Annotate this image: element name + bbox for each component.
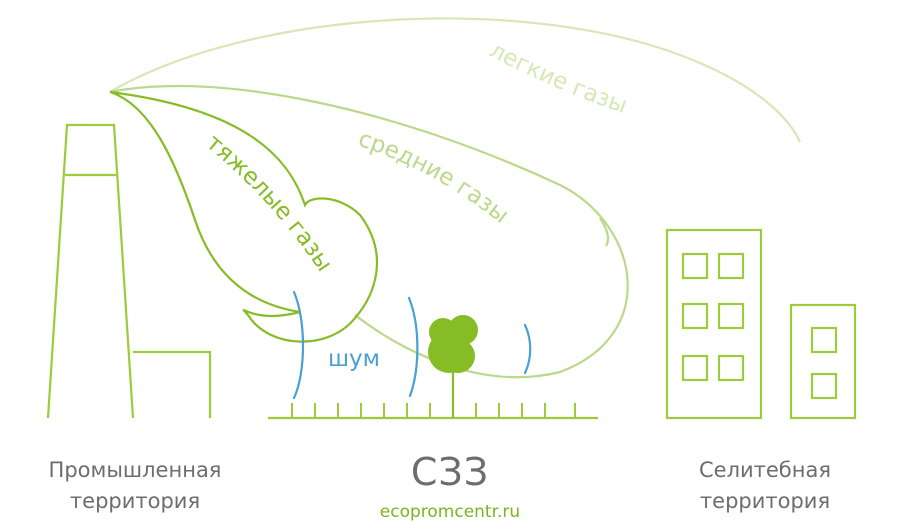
noise-wave (523, 323, 532, 375)
buffer-zone-label: СЗЗ (410, 450, 490, 494)
window (717, 302, 745, 330)
noise-label: шум (328, 346, 380, 372)
window (681, 354, 709, 382)
source-credit: ecopromcentr.ru (379, 502, 521, 522)
heavy-gases-label: тяжелые газы (201, 130, 337, 277)
industrial-zone-line2: территория (69, 489, 201, 513)
residential-zone-line2: территория (699, 489, 831, 513)
factory-chimney (46, 123, 135, 419)
medium-gases-label: средние газы (355, 126, 513, 229)
residential-building-large (665, 228, 763, 420)
factory-building (133, 350, 212, 418)
window (717, 252, 745, 280)
noise-waves (292, 290, 532, 400)
window (717, 354, 745, 382)
light-gases-plume (109, 17, 802, 143)
light-gases-label: легкие газы (485, 37, 630, 119)
ground-ticks (291, 403, 576, 418)
window (810, 326, 838, 354)
industrial-zone-label: Промышленная территория (20, 455, 250, 517)
window (810, 372, 838, 400)
residential-zone-line1: Селитебная (699, 458, 831, 482)
residential-zone-label: Селитебная территория (660, 455, 870, 517)
residential-building-small (789, 303, 857, 420)
heavy-gases-plume (109, 90, 379, 343)
tree-icon (428, 315, 478, 418)
window (681, 252, 709, 280)
medium-gases-plume-fold (599, 217, 610, 247)
window (681, 302, 709, 330)
industrial-zone-line1: Промышленная (48, 458, 222, 482)
noise-wave (407, 296, 419, 398)
noise-wave (292, 290, 305, 400)
